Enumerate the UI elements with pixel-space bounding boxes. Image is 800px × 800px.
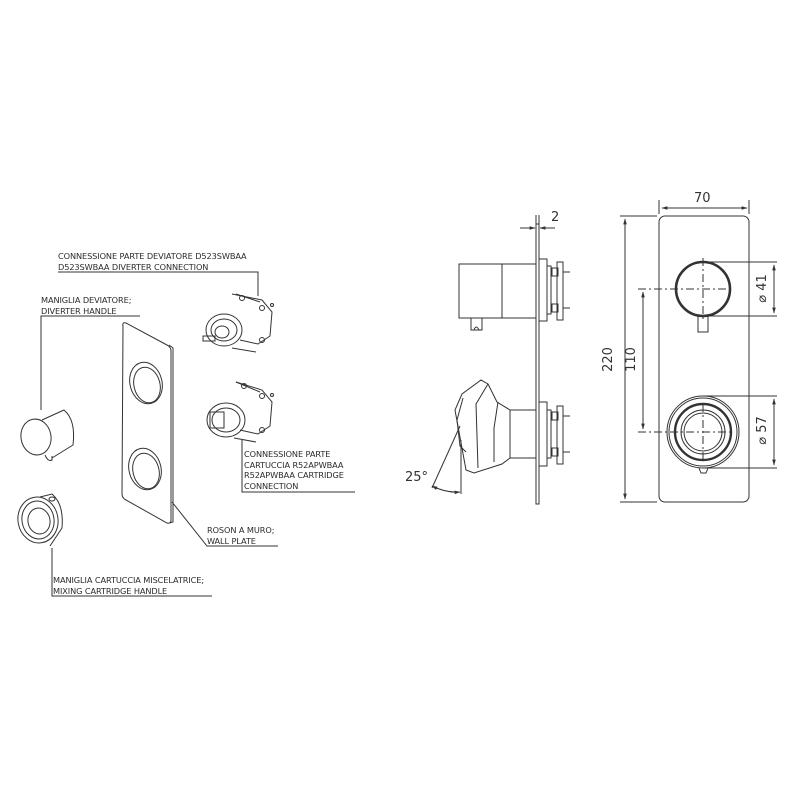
front-plate (658, 215, 750, 503)
side-view (431, 215, 570, 505)
label-cartridge-connection-line2: CARTUCCIA R52APWBAA (244, 459, 344, 470)
label-diverter-handle: MANIGLIA DEVIATORE; DIVERTER HANDLE (41, 295, 131, 316)
label-cartridge-connection: CONNESSIONE PARTE CARTUCCIA R52APWBAA R5… (244, 449, 344, 491)
diverter-handle-part (20, 409, 75, 461)
exploded-view (17, 271, 355, 597)
label-diverter-connection-line2: D523SWBAA DIVERTER CONNECTION (58, 261, 209, 272)
dim-handle-angle: 25° (405, 470, 429, 485)
wall-plate-part (121, 322, 174, 524)
label-diverter-connection: CONNESSIONE PARTE DEVIATORE D523SWBAA D5… (58, 251, 247, 272)
dim-center-distance: 110 (623, 347, 639, 372)
label-wall-plate-line1: ROSON A MURO; (207, 525, 275, 535)
front-view (620, 200, 777, 503)
label-cartridge-connection-line4: CONNECTION (244, 480, 299, 491)
label-cartridge-connection-line1: CONNESSIONE PARTE (244, 449, 331, 459)
leader-cartridge-connection (241, 440, 355, 493)
dim-width: 70 (694, 191, 711, 206)
leader-diverter-connection (58, 271, 259, 296)
side-plate (535, 223, 540, 505)
dim-height: 220 (600, 347, 616, 372)
dim-plate-thickness: 2 (551, 210, 560, 225)
dim-mixer-diameter: ⌀ 57 (754, 416, 770, 445)
label-mixing-handle: MANIGLIA CARTUCCIA MISCELATRICE; MIXING … (53, 575, 204, 596)
leader-diverter-handle (40, 315, 140, 410)
label-diverter-handle-line2: DIVERTER HANDLE (41, 305, 117, 316)
label-mixing-handle-line1: MANIGLIA CARTUCCIA MISCELATRICE; (53, 575, 205, 585)
label-diverter-handle-line1: MANIGLIA DEVIATORE; (41, 295, 132, 305)
mixing-handle-part (17, 493, 63, 547)
label-mixing-handle-line2: MIXING CARTRIDGE HANDLE (53, 585, 168, 596)
label-cartridge-connection-line3: R52APWBAA CARTRIDGE (244, 470, 344, 480)
label-wall-plate-line2: WALL PLATE (207, 535, 256, 546)
cartridge-connection-part (206, 381, 274, 443)
label-diverter-connection-line1: CONNESSIONE PARTE DEVIATORE D523SWBAA (58, 251, 247, 261)
leader-wall-plate (171, 501, 278, 547)
label-wall-plate: ROSON A MURO; WALL PLATE (207, 525, 274, 546)
leader-mixing-handle (51, 548, 212, 597)
dim-diverter-diameter: ⌀ 41 (754, 274, 770, 303)
diverter-connection-part (202, 293, 274, 353)
